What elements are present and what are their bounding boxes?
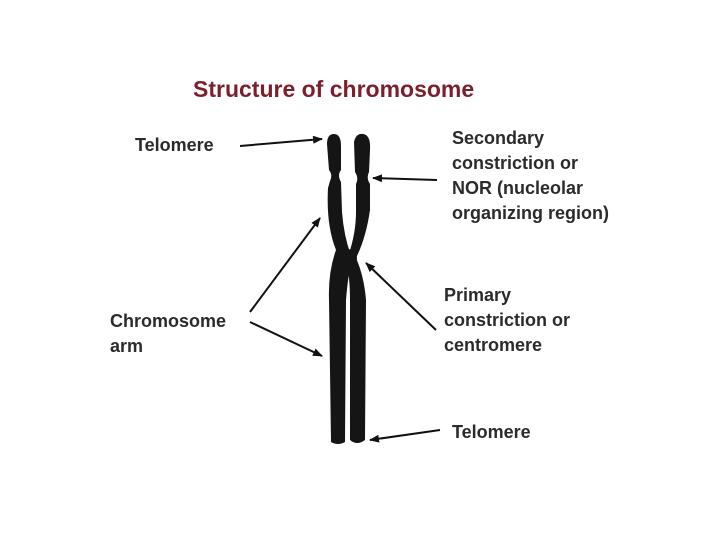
chromosome-shape [327, 133, 371, 444]
label-telomere-bottom: Telomere [452, 422, 531, 442]
arrow-primary-constriction [365, 262, 437, 331]
left-chromatid [327, 134, 352, 444]
arrow-secondary-constriction [372, 174, 438, 183]
label-chromosome-arm: Chromosome arm [110, 311, 227, 356]
pointer-arrows [239, 135, 441, 443]
right-chromatid [346, 133, 371, 443]
centromere-mark [337, 249, 357, 267]
label-primary-constriction: Primary constriction or centromere [444, 285, 571, 355]
arrow-telomere-bottom [369, 429, 441, 443]
diagram-title: Structure of chromosome [193, 76, 475, 102]
arrow-arm-upper [249, 217, 321, 313]
label-telomere-top: Telomere [135, 135, 214, 155]
arrow-arm-lower [249, 321, 323, 357]
arrow-telomere-top [239, 135, 323, 147]
label-secondary-constriction: Secondary constriction or NOR (nucleolar… [452, 128, 609, 223]
